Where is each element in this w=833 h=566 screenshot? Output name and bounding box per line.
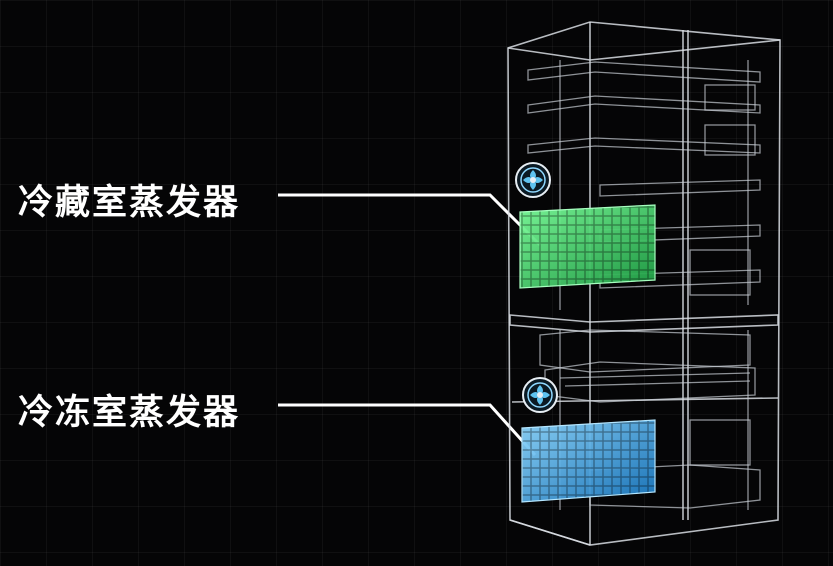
fan-icon xyxy=(522,377,558,413)
fan-icon xyxy=(515,162,551,198)
refrigerator-evaporator xyxy=(519,204,656,289)
leader-line-freezer xyxy=(278,403,537,457)
refrigerator-evaporator-label: 冷藏室蒸发器 xyxy=(18,183,241,223)
freezer-evaporator xyxy=(521,419,656,503)
freezer-evaporator-label: 冷冻室蒸发器 xyxy=(18,393,241,433)
leader-line-refrigerator xyxy=(278,193,542,247)
